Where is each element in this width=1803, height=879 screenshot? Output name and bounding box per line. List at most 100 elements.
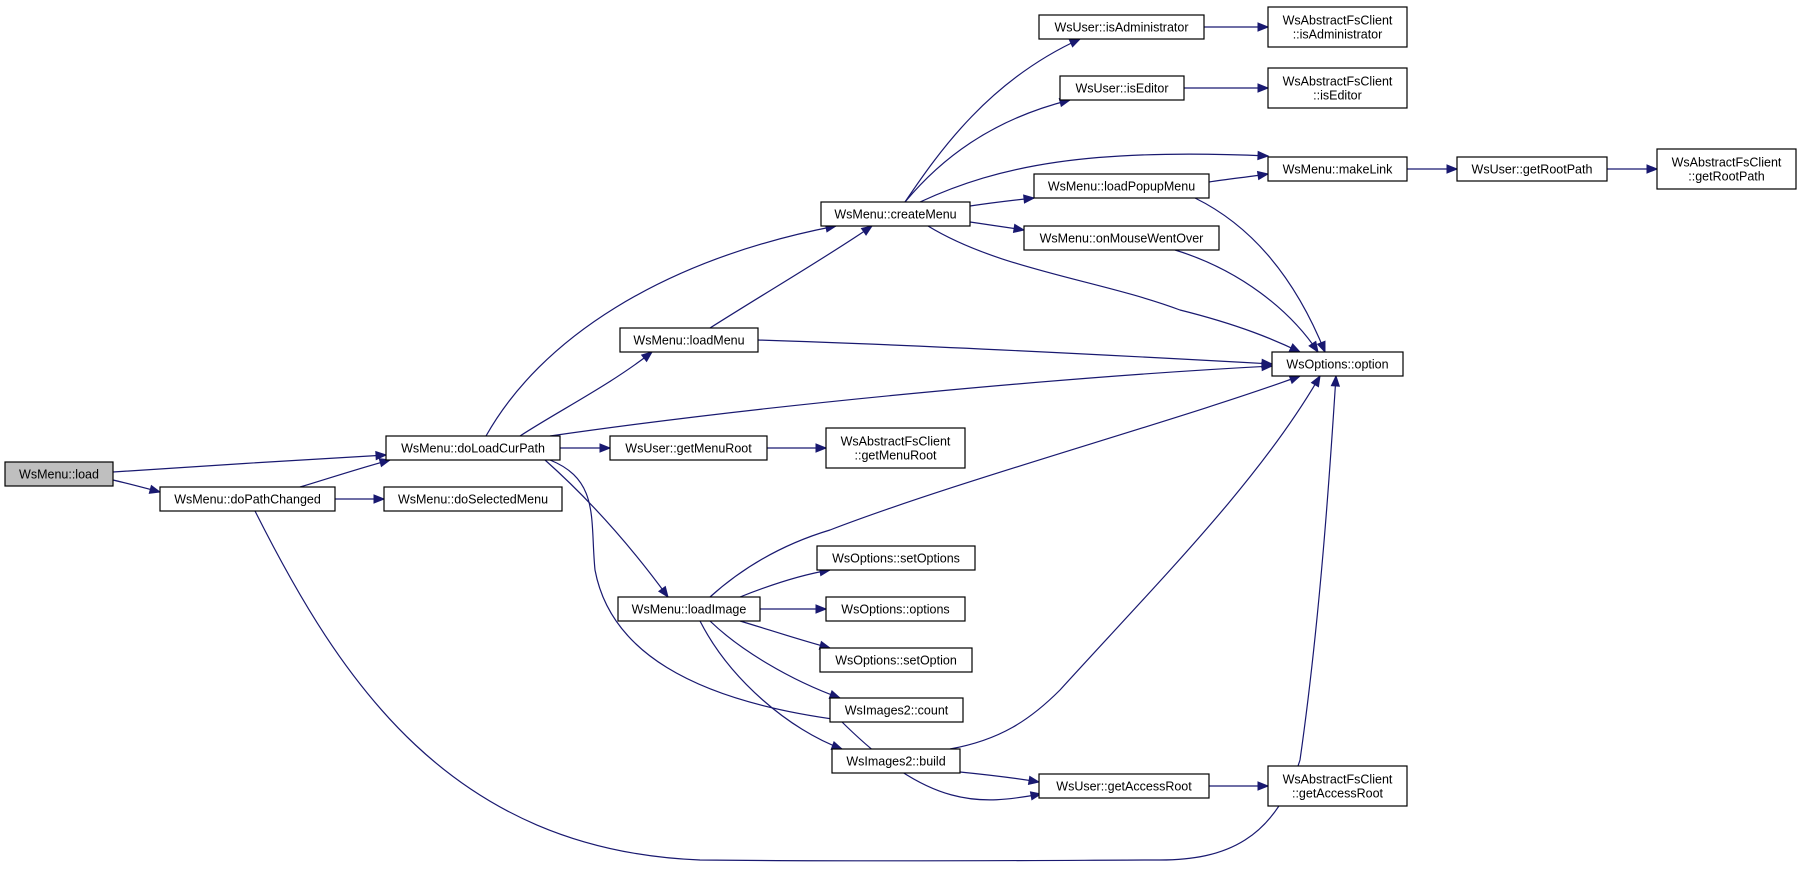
- edge-load-to-doPathChanged: [112, 479, 162, 494]
- node-label: WsMenu::doLoadCurPath: [401, 442, 545, 456]
- node-label: WsUser::getRootPath: [1472, 163, 1593, 177]
- node-createMenu[interactable]: WsMenu::createMenu: [820, 201, 971, 227]
- node-label: WsUser::isEditor: [1075, 82, 1168, 96]
- arrowhead: [657, 585, 669, 599]
- arrowhead: [1310, 374, 1321, 388]
- node-label: WsMenu::createMenu: [834, 208, 956, 222]
- node-build[interactable]: WsImages2::build: [831, 748, 961, 774]
- node-label: WsImages2::build: [846, 755, 945, 769]
- node-fsGetMenuRoot[interactable]: WsAbstractFsClient::getMenuRoot: [825, 427, 966, 469]
- node-load[interactable]: WsMenu::load: [4, 461, 114, 487]
- edge-doLoadCurPath-to-getMenuRoot: [560, 443, 612, 453]
- edge-doLoadCurPath-to-getAccessRoot: [549, 459, 1043, 801]
- edge-loadImage-to-options: [759, 604, 828, 614]
- node-label: WsOptions::setOption: [835, 654, 957, 668]
- edge-loadImage-to-option: [709, 375, 1302, 598]
- edge-isEditor-to-fsIsEditor: [1184, 83, 1270, 93]
- node-loadPopupMenu[interactable]: WsMenu::loadPopupMenu: [1033, 173, 1210, 199]
- arrowhead: [375, 450, 388, 461]
- edge-loadImage-to-count: [709, 620, 842, 699]
- edge-doLoadCurPath-to-loadImage: [544, 459, 669, 599]
- node-doSelectedMenu[interactable]: WsMenu::doSelectedMenu: [383, 486, 563, 512]
- node-label: WsAbstractFsClient: [1283, 14, 1393, 28]
- arrowhead: [373, 494, 386, 504]
- node-label: WsUser::getAccessRoot: [1056, 780, 1192, 794]
- node-setOption[interactable]: WsOptions::setOption: [819, 647, 973, 673]
- node-label: WsMenu::makeLink: [1283, 163, 1394, 177]
- arrowhead: [1646, 164, 1659, 174]
- arrowhead: [1261, 358, 1274, 369]
- arrowhead: [828, 689, 842, 699]
- node-label: ::getAccessRoot: [1292, 787, 1384, 801]
- node-label: WsAbstractFsClient: [1283, 75, 1393, 89]
- arrowhead: [1257, 22, 1270, 32]
- edge-build-to-option: [949, 374, 1321, 750]
- node-setOptions[interactable]: WsOptions::setOptions: [816, 545, 976, 571]
- node-fsIsAdministrator[interactable]: WsAbstractFsClient::isAdministrator: [1267, 6, 1408, 48]
- node-onMouseWentOver[interactable]: WsMenu::onMouseWentOver: [1023, 225, 1220, 251]
- edge-getAccessRoot-to-fsGetAccessRoot: [1209, 781, 1270, 791]
- edge-getRootPath-to-fsGetRootPath: [1606, 164, 1659, 174]
- call-edges: [112, 22, 1659, 862]
- edge-doLoadCurPath-to-loadMenu: [519, 351, 654, 437]
- arrowhead: [1288, 343, 1302, 353]
- node-loadImage[interactable]: WsMenu::loadImage: [617, 596, 761, 622]
- node-getAccessRoot[interactable]: WsUser::getAccessRoot: [1038, 773, 1210, 799]
- arrowhead: [1029, 791, 1043, 801]
- edge-loadPopupMenu-to-option: [1194, 197, 1326, 354]
- edge-getMenuRoot-to-fsGetMenuRoot: [767, 443, 828, 453]
- edge-doLoadCurPath-to-option: [549, 361, 1274, 437]
- arrowhead: [1256, 170, 1270, 181]
- node-label: ::isEditor: [1313, 89, 1362, 103]
- arrowhead: [830, 740, 844, 750]
- node-label: WsAbstractFsClient: [841, 435, 951, 449]
- edge-load-to-doLoadCurPath: [112, 450, 388, 473]
- node-label: WsAbstractFsClient: [1672, 156, 1782, 170]
- edge-loadImage-to-build: [699, 620, 844, 750]
- node-isAdministrator[interactable]: WsUser::isAdministrator: [1038, 14, 1205, 40]
- node-doPathChanged[interactable]: WsMenu::doPathChanged: [159, 486, 336, 512]
- node-fsGetAccessRoot[interactable]: WsAbstractFsClient::getAccessRoot: [1267, 765, 1408, 807]
- edge-loadImage-to-setOption: [739, 620, 832, 650]
- node-option[interactable]: WsOptions::option: [1271, 351, 1404, 377]
- arrowhead: [1257, 150, 1270, 161]
- arrowhead: [640, 351, 654, 363]
- node-label: WsOptions::option: [1286, 358, 1388, 372]
- edge-createMenu-to-onMouseWentOver: [969, 221, 1026, 234]
- edge-createMenu-to-makeLink: [919, 150, 1270, 203]
- node-doLoadCurPath[interactable]: WsMenu::doLoadCurPath: [385, 435, 561, 461]
- node-label: WsMenu::loadPopupMenu: [1048, 180, 1195, 194]
- node-count[interactable]: WsImages2::count: [829, 697, 964, 723]
- arrowhead: [1257, 83, 1270, 93]
- arrowhead: [1308, 340, 1319, 354]
- arrowhead: [148, 484, 162, 494]
- arrowhead: [1446, 164, 1459, 174]
- function-nodes: WsMenu::loadWsMenu::doLoadCurPathWsMenu:…: [4, 6, 1797, 807]
- node-isEditor[interactable]: WsUser::isEditor: [1059, 75, 1185, 101]
- node-label: WsUser::getMenuRoot: [625, 442, 752, 456]
- arrowhead: [1068, 38, 1082, 48]
- node-label: WsImages2::count: [845, 704, 949, 718]
- arrowhead: [1027, 775, 1041, 785]
- node-getMenuRoot[interactable]: WsUser::getMenuRoot: [609, 435, 768, 461]
- arrowhead: [378, 458, 392, 468]
- edge-createMenu-to-option: [927, 225, 1302, 353]
- node-label: ::getRootPath: [1688, 170, 1764, 184]
- edge-createMenu-to-loadPopupMenu: [969, 194, 1036, 207]
- edge-makeLink-to-getRootPath: [1406, 164, 1459, 174]
- arrowhead: [1257, 781, 1270, 791]
- node-fsIsEditor[interactable]: WsAbstractFsClient::isEditor: [1267, 67, 1408, 109]
- node-getRootPath[interactable]: WsUser::getRootPath: [1456, 156, 1608, 182]
- edge-loadPopupMenu-to-makeLink: [1208, 170, 1270, 183]
- node-options[interactable]: WsOptions::options: [825, 596, 966, 622]
- node-fsGetRootPath[interactable]: WsAbstractFsClient::getRootPath: [1656, 148, 1797, 190]
- edge-doPathChanged-to-option: [254, 374, 1341, 862]
- node-label: ::isAdministrator: [1293, 28, 1383, 42]
- edge-build-to-getAccessRoot: [959, 771, 1041, 785]
- node-loadMenu[interactable]: WsMenu::loadMenu: [619, 327, 759, 353]
- arrowhead: [1288, 375, 1302, 385]
- arrowhead: [815, 443, 828, 453]
- node-label: WsMenu::loadImage: [632, 603, 747, 617]
- node-makeLink[interactable]: WsMenu::makeLink: [1267, 156, 1408, 182]
